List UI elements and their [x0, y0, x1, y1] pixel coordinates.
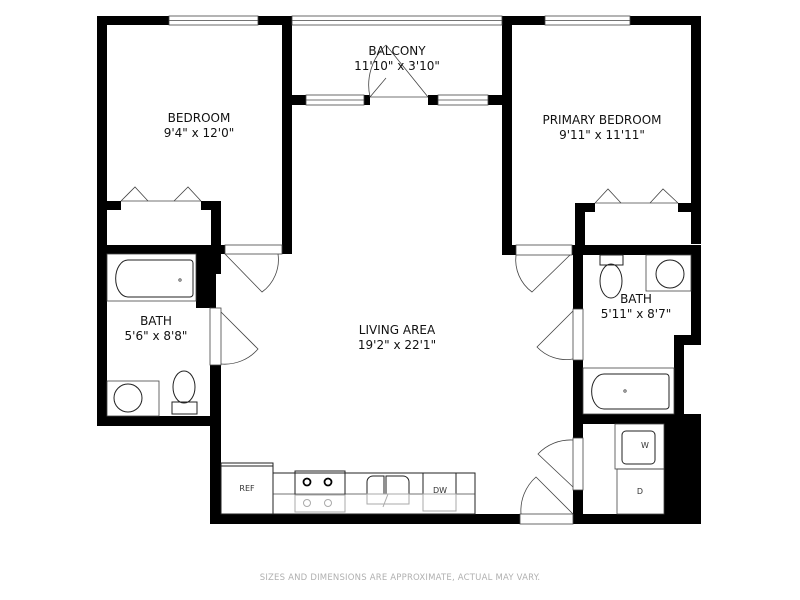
sink-icon	[655, 259, 685, 289]
dryer-icon	[616, 468, 665, 515]
room-name-balcony: BALCONY	[368, 44, 426, 58]
room-dims-bath-right: 5'11" x 8'7"	[601, 307, 672, 321]
disclaimer: SIZES AND DIMENSIONS ARE APPROXIMATE, AC…	[260, 573, 541, 583]
room-name-living-area: LIVING AREA	[359, 323, 436, 337]
ref-label: REF	[239, 484, 255, 493]
doors	[120, 44, 679, 525]
left-bath-fixtures	[106, 253, 198, 417]
washer-label: W	[641, 441, 649, 450]
room-labels: BEDROOM 9'4" x 12'0" BALCONY 11'10" x 3'…	[125, 44, 672, 352]
appliance-labels: REF DW W D	[239, 441, 649, 496]
room-dims-primary-bedroom: 9'11" x 11'11"	[559, 128, 645, 142]
room-dims-balcony: 11'10" x 3'10"	[354, 59, 440, 73]
bathtub-icon	[115, 259, 194, 298]
toilet-icon	[172, 370, 196, 404]
sink-icon	[366, 475, 410, 494]
kitchen	[220, 462, 476, 515]
room-name-bath-right: BATH	[620, 292, 652, 306]
room-name-bath-left: BATH	[140, 314, 172, 328]
sink-icon	[113, 383, 143, 413]
windows	[168, 15, 631, 106]
laundry	[614, 423, 665, 515]
bathtub-icon	[591, 373, 670, 410]
washer-icon	[621, 430, 656, 465]
room-dims-bedroom: 9'4" x 12'0"	[164, 126, 235, 140]
room-name-bedroom: BEDROOM	[168, 111, 231, 125]
dw-label: DW	[433, 486, 447, 495]
dryer-label: D	[637, 487, 643, 496]
room-dims-living-area: 19'2" x 22'1"	[358, 338, 436, 352]
room-name-primary-bedroom: PRIMARY BEDROOM	[542, 113, 661, 127]
room-dims-bath-left: 5'6" x 8'8"	[125, 329, 188, 343]
toilet-icon	[599, 263, 623, 299]
walls	[97, 16, 701, 524]
stove-icon	[294, 470, 346, 496]
right-bath-fixtures	[582, 254, 692, 415]
